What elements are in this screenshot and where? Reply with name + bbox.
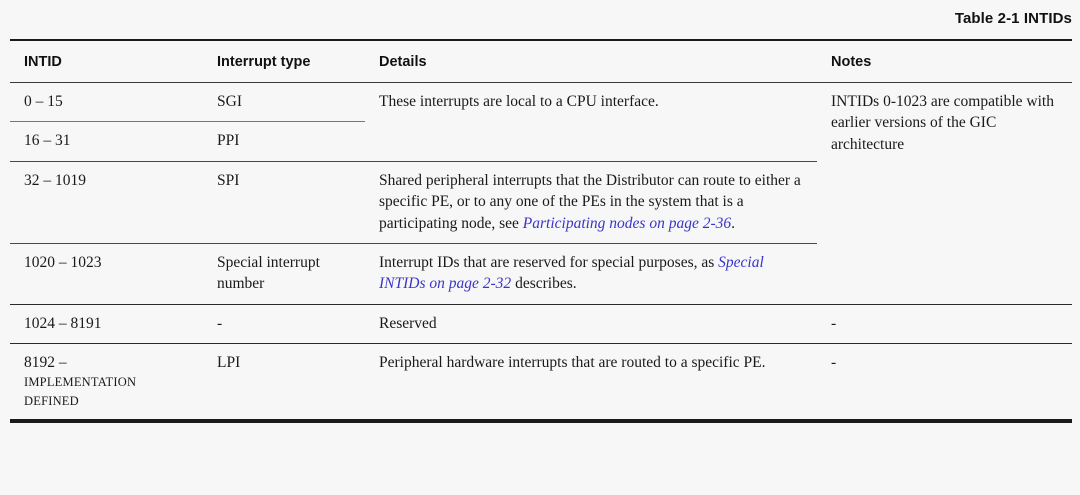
column-header-interrupt-type: Interrupt type [203, 39, 365, 83]
details-text: Shared peripheral interrupts that the Di… [379, 171, 801, 232]
cell-interrupt-type: Special interrupt number [203, 242, 365, 305]
table-row: 32 – 1019 SPI Shared peripheral interrup… [10, 160, 1072, 244]
cell-intid: 16 – 31 [10, 121, 203, 162]
table-container: INTID Interrupt type Details Notes 0 – 1… [10, 39, 1072, 423]
column-header-intid: INTID [10, 39, 203, 83]
table-bottom-rule [10, 418, 1072, 423]
cell-intid: 32 – 1019 [10, 160, 203, 244]
cell-details: Interrupt IDs that are reserved for spec… [365, 242, 817, 305]
cell-details: Peripheral hardware interrupts that are … [365, 342, 817, 419]
column-header-details: Details [365, 39, 817, 83]
cell-details: Reserved [365, 303, 817, 344]
table-caption: Table 2-1 INTIDs [954, 10, 1072, 27]
table-row: 1020 – 1023 Special interrupt number Int… [10, 242, 1072, 305]
table-body: 0 – 15 SGI These interrupts are local to… [10, 83, 1072, 419]
cell-intid: 1020 – 1023 [10, 242, 203, 305]
cell-intid-line2: IMPLEMENTATION [24, 375, 137, 390]
details-text: Interrupt IDs that are reserved for spec… [379, 253, 719, 271]
cell-notes: - [817, 303, 1072, 344]
cell-interrupt-type: LPI [203, 342, 365, 419]
table-row: 16 – 31 PPI [10, 121, 1072, 162]
cell-intid: 1024 – 8191 [10, 303, 203, 344]
cross-reference-link[interactable]: Participating nodes on page 2-36 [522, 214, 732, 232]
cross-reference-link[interactable]: Special INTIDs on page 2-32 [379, 253, 764, 293]
details-text-tail: . [731, 214, 736, 232]
cell-intid: 0 – 15 [24, 93, 63, 110]
cell-intid-line3: DEFINED [24, 393, 79, 408]
intids-table: INTID Interrupt type Details Notes 0 – 1… [10, 39, 1072, 419]
details-text-tail: describes. [511, 275, 577, 293]
cell-notes-merged: INTIDs 0-1023 are compatible with earlie… [831, 93, 1054, 153]
cell-intid: 8192 – IMPLEMENTATION DEFINED [10, 342, 203, 419]
cell-notes-empty [817, 243, 1072, 304]
cell-details: These interrupts are local to a CPU inte… [379, 93, 659, 110]
table-row: 0 – 15 SGI These interrupts are local to… [10, 83, 1072, 153]
cell-interrupt-type: PPI [203, 121, 365, 162]
cell-interrupt-type: SGI [217, 93, 242, 110]
cell-details: Shared peripheral interrupts that the Di… [365, 160, 817, 244]
table-row: 8192 – IMPLEMENTATION DEFINED LPI Periph… [10, 342, 1072, 419]
cell-interrupt-type: - [203, 303, 365, 344]
table-header: INTID Interrupt type Details Notes [10, 39, 1072, 83]
cell-notes: - [817, 342, 1072, 419]
cell-intid-line1: 8192 – [24, 354, 67, 371]
cell-interrupt-type: SPI [203, 160, 365, 244]
table-row: 1024 – 8191 - Reserved - [10, 303, 1072, 344]
table-header-row: INTID Interrupt type Details Notes [10, 39, 1072, 83]
column-header-notes: Notes [817, 39, 1072, 83]
